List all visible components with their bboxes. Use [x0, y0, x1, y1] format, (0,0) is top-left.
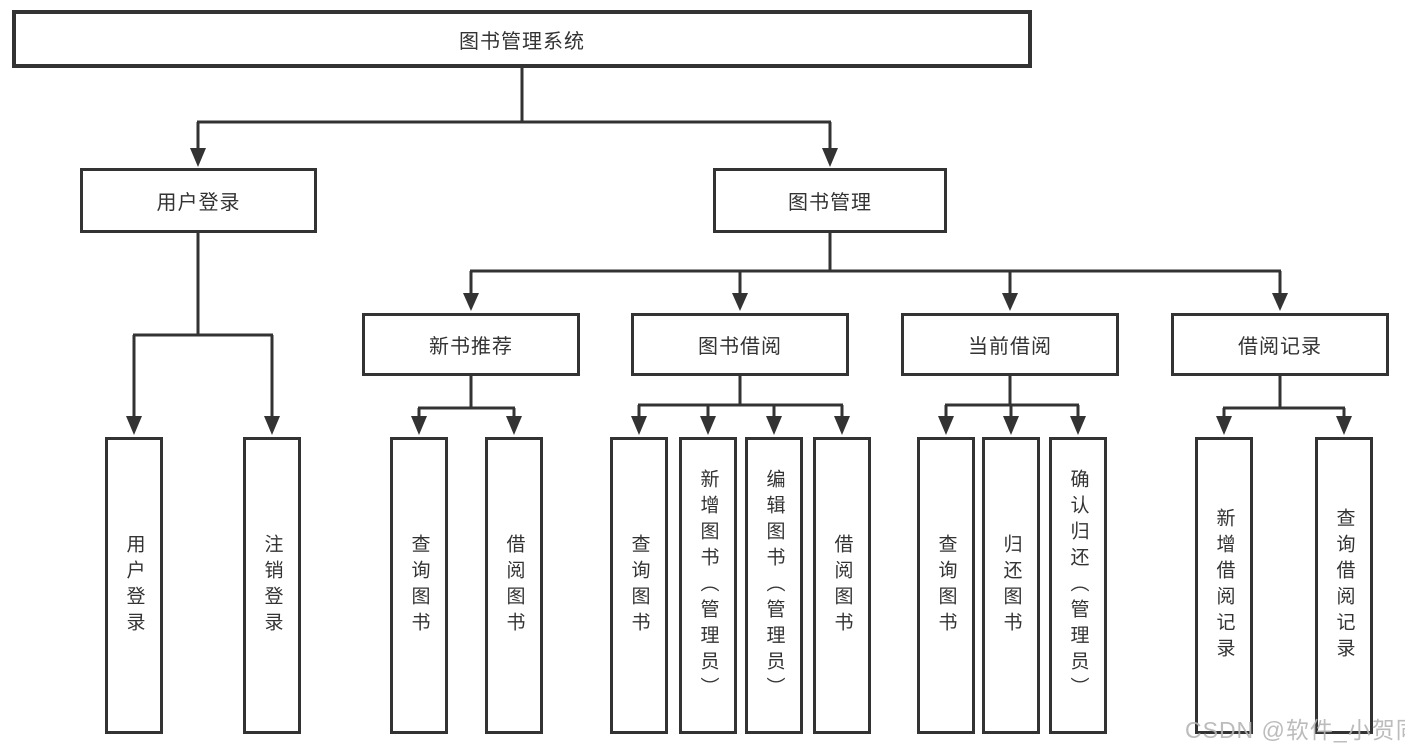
node-borrow-records: 借阅记录	[1171, 313, 1389, 376]
leaf-borrow-books: 借阅图书	[813, 437, 871, 734]
node-label: 注销登录	[261, 533, 283, 638]
node-label: 确认归还（管理员）	[1067, 468, 1089, 703]
node-label: 借阅图书	[503, 533, 525, 638]
node-label: 用户登录	[156, 192, 241, 214]
node-label: 新书推荐	[429, 336, 513, 358]
leaf-query-borrow-record: 查询借阅记录	[1315, 437, 1373, 734]
leaf-confirm-return-admin: 确认归还（管理员）	[1049, 437, 1107, 734]
leaf-add-borrow-record: 新增借阅记录	[1195, 437, 1253, 734]
node-user-login: 用户登录	[80, 168, 317, 233]
node-current-borrow: 当前借阅	[901, 313, 1119, 376]
node-label: 新增图书（管理员）	[697, 468, 719, 703]
leaf-query-books-borrow: 查询图书	[610, 437, 668, 734]
leaf-query-books-current: 查询图书	[917, 437, 975, 734]
node-label: 归还图书	[1000, 533, 1022, 638]
leaf-edit-book-admin: 编辑图书（管理员）	[745, 437, 803, 734]
node-book-borrow: 图书借阅	[631, 313, 849, 376]
node-label: 借阅图书	[831, 533, 853, 638]
node-book-management: 图书管理	[713, 168, 947, 233]
leaf-logout: 注销登录	[243, 437, 301, 734]
node-label: 编辑图书（管理员）	[763, 468, 785, 703]
node-label: 图书借阅	[698, 336, 782, 358]
leaf-borrow-books-newrec: 借阅图书	[485, 437, 543, 734]
leaf-return-book: 归还图书	[982, 437, 1040, 734]
node-label: 图书管理	[788, 192, 872, 214]
node-new-book-recommend: 新书推荐	[362, 313, 580, 376]
node-label: 用户登录	[123, 533, 145, 638]
node-label: 新增借阅记录	[1213, 507, 1235, 664]
node-label: 查询借阅记录	[1333, 507, 1355, 664]
node-label: 查询图书	[628, 533, 650, 638]
node-label: 图书管理系统	[459, 30, 585, 53]
node-library-management-system: 图书管理系统	[12, 10, 1032, 68]
leaf-query-books-newrec: 查询图书	[390, 437, 448, 734]
leaf-add-book-admin: 新增图书（管理员）	[679, 437, 737, 734]
node-label: 查询图书	[408, 533, 430, 638]
node-label: 查询图书	[935, 533, 957, 638]
node-label: 借阅记录	[1238, 336, 1322, 358]
leaf-user-login: 用户登录	[105, 437, 163, 734]
csdn-watermark: CSDN @软件_小贺同学	[1185, 717, 1405, 743]
node-label: 当前借阅	[968, 336, 1052, 358]
